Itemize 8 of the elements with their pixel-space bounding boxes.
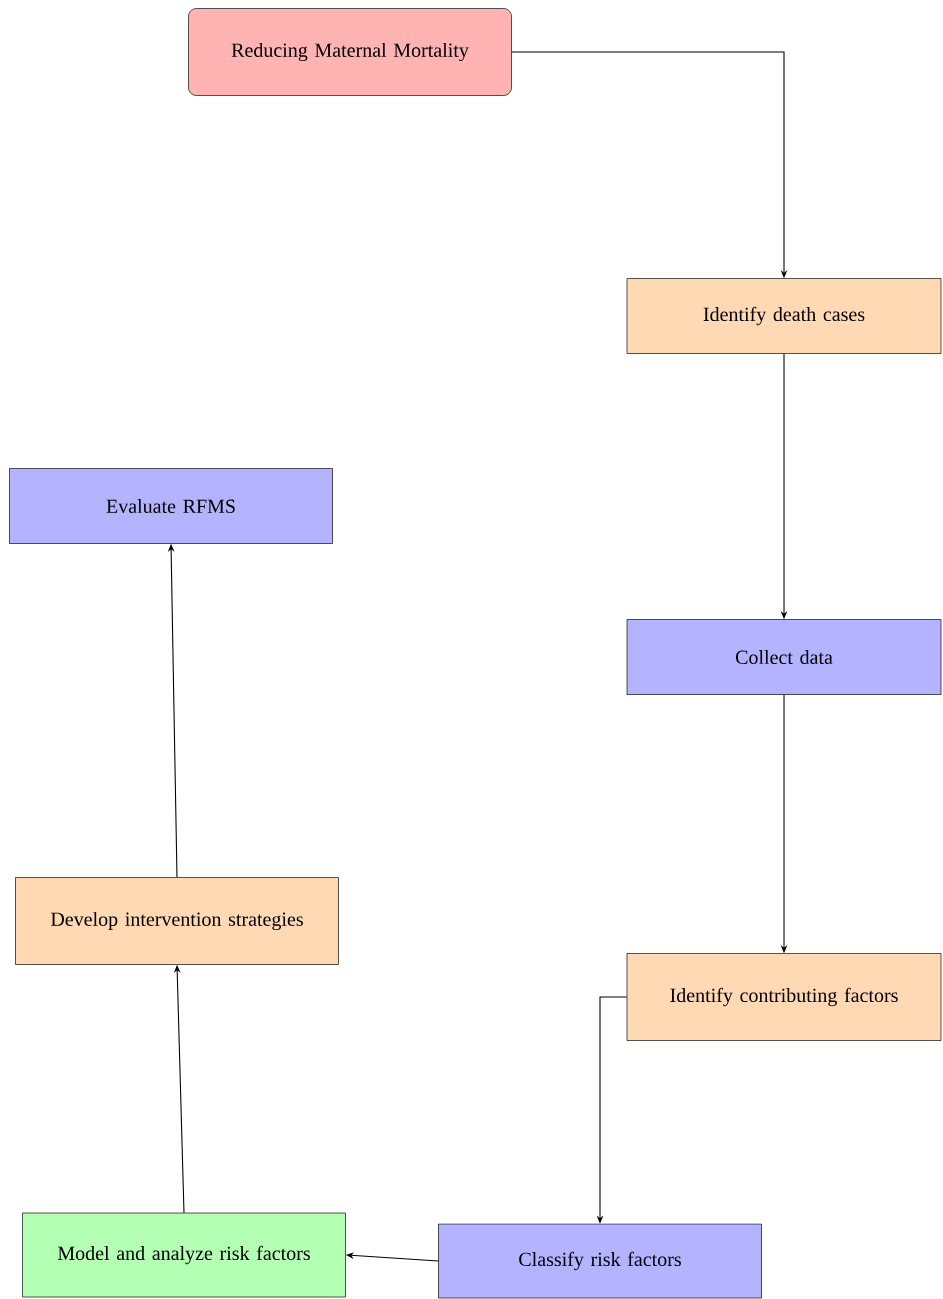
process-box: Identify contributing factors [626,953,942,1041]
process-box: Evaluate RFMS [9,468,333,544]
process-box: Develop intervention strategies [15,877,339,965]
process-box: Model and analyze risk factors [22,1212,346,1298]
process-box: Classify risk factors [438,1223,762,1299]
process-box: Reducing Maternal Mortality [188,8,512,96]
process-box: Identify death cases [626,278,942,354]
process-box: Collect data [626,619,942,695]
